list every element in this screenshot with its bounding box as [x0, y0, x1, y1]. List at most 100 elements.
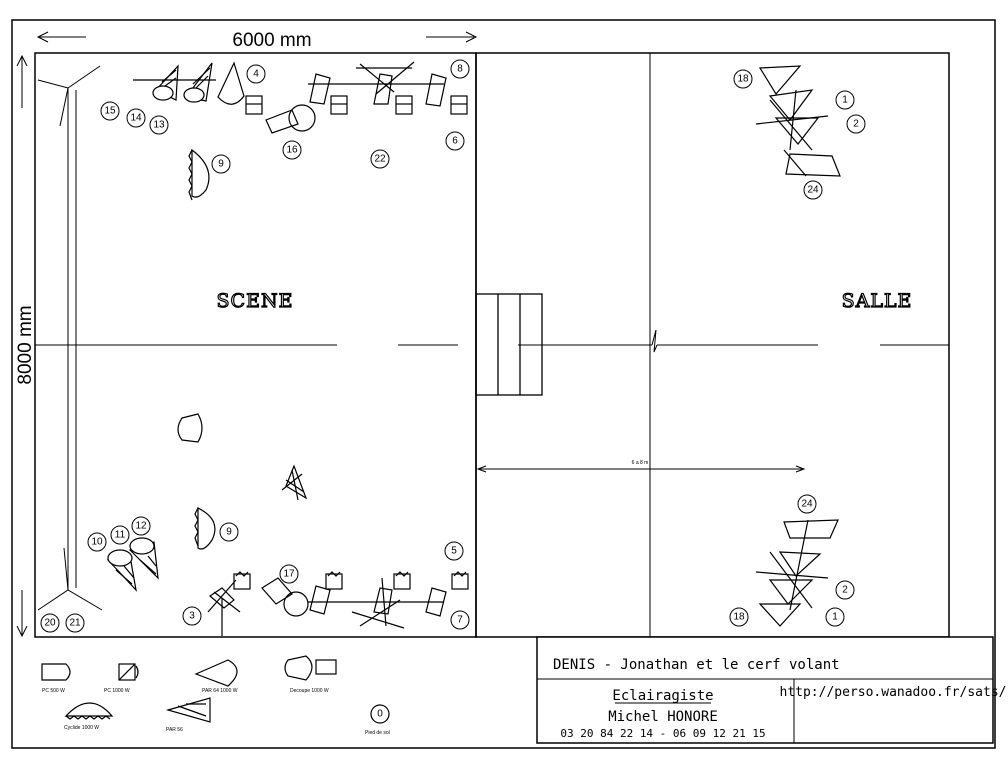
- svg-text:Cyclide 1000 W: Cyclide 1000 W: [64, 725, 99, 731]
- follow-spot-icon: [265, 104, 316, 134]
- fixture-number: 15: [100, 101, 120, 121]
- fixtures-stage-top: [133, 61, 468, 201]
- follow-spot-icon: [261, 577, 309, 617]
- fixture-number: 2: [835, 580, 855, 600]
- fixture-number: 7: [450, 610, 470, 630]
- phone-numbers: 03 20 84 22 14 - 06 09 12 21 15: [560, 727, 765, 740]
- svg-text:2: 2: [842, 585, 848, 596]
- svg-text:5: 5: [451, 546, 457, 557]
- fixture-number: 21: [65, 613, 85, 633]
- backdrop-frame: [37, 65, 103, 611]
- svg-text:1: 1: [842, 95, 848, 106]
- svg-text:3: 3: [189, 611, 195, 622]
- show-title: DENIS - Jonathan et le cerf volant: [553, 657, 840, 673]
- svg-text:9: 9: [226, 527, 232, 538]
- height-dimension: 8000 mm: [15, 54, 36, 638]
- svg-text:22: 22: [374, 154, 386, 165]
- fixture-number: 22: [370, 149, 390, 169]
- fixture-number: 1: [835, 90, 855, 110]
- width-dimension: 6000 mm: [36, 30, 478, 51]
- svg-text:9: 9: [218, 159, 224, 170]
- svg-text:6: 6: [452, 136, 458, 147]
- span-dimension: 6 a 8 m: [476, 460, 806, 473]
- fixture-number: 1: [825, 607, 845, 627]
- fixtures-stage-bottom: [106, 413, 469, 636]
- svg-text:12: 12: [135, 521, 147, 532]
- height-label: 8000 mm: [15, 305, 36, 384]
- par-can-icon: [133, 62, 216, 103]
- legend-floor-stand: 0 Pied de sol: [365, 704, 390, 736]
- svg-text:2: 2: [853, 119, 859, 130]
- role-label: Eclairagiste: [612, 688, 713, 704]
- profile-spot-icon: [217, 61, 245, 105]
- legend-par: PAR 64 1000 W: [194, 659, 238, 694]
- svg-text:Pied de sol: Pied de sol: [365, 730, 390, 736]
- svg-text:PAR 64 1000 W: PAR 64 1000 W: [202, 688, 238, 694]
- svg-text:10: 10: [91, 537, 103, 548]
- svg-text:PC 1000 W: PC 1000 W: [104, 688, 130, 694]
- fixture-number: 4: [246, 64, 266, 84]
- website-url: http://perso.wanadoo.fr/sats/: [780, 685, 1007, 700]
- legend-parcan: PAR 56: [165, 697, 211, 733]
- pc-icon: [330, 95, 348, 115]
- svg-text:16: 16: [286, 145, 298, 156]
- center-line: [35, 329, 949, 353]
- par-can-icon: [106, 537, 159, 592]
- fixture-number: 2: [846, 114, 866, 134]
- svg-text:8: 8: [457, 64, 463, 75]
- svg-text:4: 4: [253, 69, 259, 80]
- fixture-number: 9: [211, 154, 231, 174]
- svg-text:PC 500 W: PC 500 W: [42, 688, 65, 694]
- svg-text:18: 18: [733, 612, 745, 623]
- svg-text:0: 0: [377, 709, 383, 720]
- svg-text:11: 11: [115, 530, 126, 541]
- fixture-number: 11: [110, 525, 130, 545]
- pc-icon: [450, 95, 468, 115]
- svg-text:13: 13: [153, 120, 165, 131]
- fixture-number: 8: [450, 59, 470, 79]
- fixture-number: 5: [444, 541, 464, 561]
- svg-text:PAR 56: PAR 56: [166, 727, 183, 733]
- legend-pc: PC 500 W: [41, 663, 71, 694]
- svg-text:1: 1: [832, 612, 838, 623]
- fixture-number: 17: [279, 564, 299, 584]
- svg-text:17: 17: [283, 569, 295, 580]
- fixture-number: 24: [803, 180, 823, 200]
- hall-label: SALLE: [842, 290, 913, 312]
- width-label: 6000 mm: [232, 30, 311, 51]
- svg-text:18: 18: [737, 74, 749, 85]
- legend: PC 500 W PC 1000 W PAR 64 1000 W Decoupe…: [41, 655, 390, 736]
- fixture-number: 12: [131, 516, 151, 536]
- fixture-number: 13: [149, 115, 169, 135]
- fixture-number: 10: [87, 532, 107, 552]
- svg-text:14: 14: [130, 113, 142, 124]
- svg-text:21: 21: [69, 618, 81, 629]
- fixture-number: 14: [126, 108, 146, 128]
- pc-icon: [395, 95, 413, 115]
- kite-icon: [281, 464, 308, 501]
- fixture-number: 3: [182, 606, 202, 626]
- fixture-number: 24: [797, 494, 817, 514]
- legend-cyclide: Cyclide 1000 W: [64, 702, 114, 731]
- svg-text:24: 24: [807, 185, 819, 196]
- fixture-number: 18: [733, 69, 753, 89]
- fixtures-hall-bottom: [755, 519, 839, 627]
- fixture-number: 18: [729, 607, 749, 627]
- legend-decoupe: Decoupe 1000 W: [284, 655, 337, 694]
- svg-text:24: 24: [801, 499, 813, 510]
- fixture-numbers: 4 8 15 14 13 9 16 22 6 10 11 12 9 17 5 3…: [40, 59, 866, 633]
- legend-pc-bf: PC 1000 W: [104, 663, 139, 694]
- fixtures-hall-top: [755, 65, 841, 177]
- svg-text:7: 7: [457, 615, 463, 626]
- fixture-number: 16: [282, 140, 302, 160]
- svg-text:Decoupe 1000 W: Decoupe 1000 W: [290, 688, 329, 694]
- fixture-number: 9: [219, 522, 239, 542]
- span-label: 6 a 8 m: [632, 460, 649, 466]
- stairs: [475, 293, 543, 396]
- designer-name: Michel HONORE: [608, 709, 718, 725]
- fixture-number: 6: [445, 131, 465, 151]
- stage-label: SCENE: [217, 290, 294, 312]
- svg-text:15: 15: [104, 106, 116, 117]
- pc-icon: [245, 95, 263, 115]
